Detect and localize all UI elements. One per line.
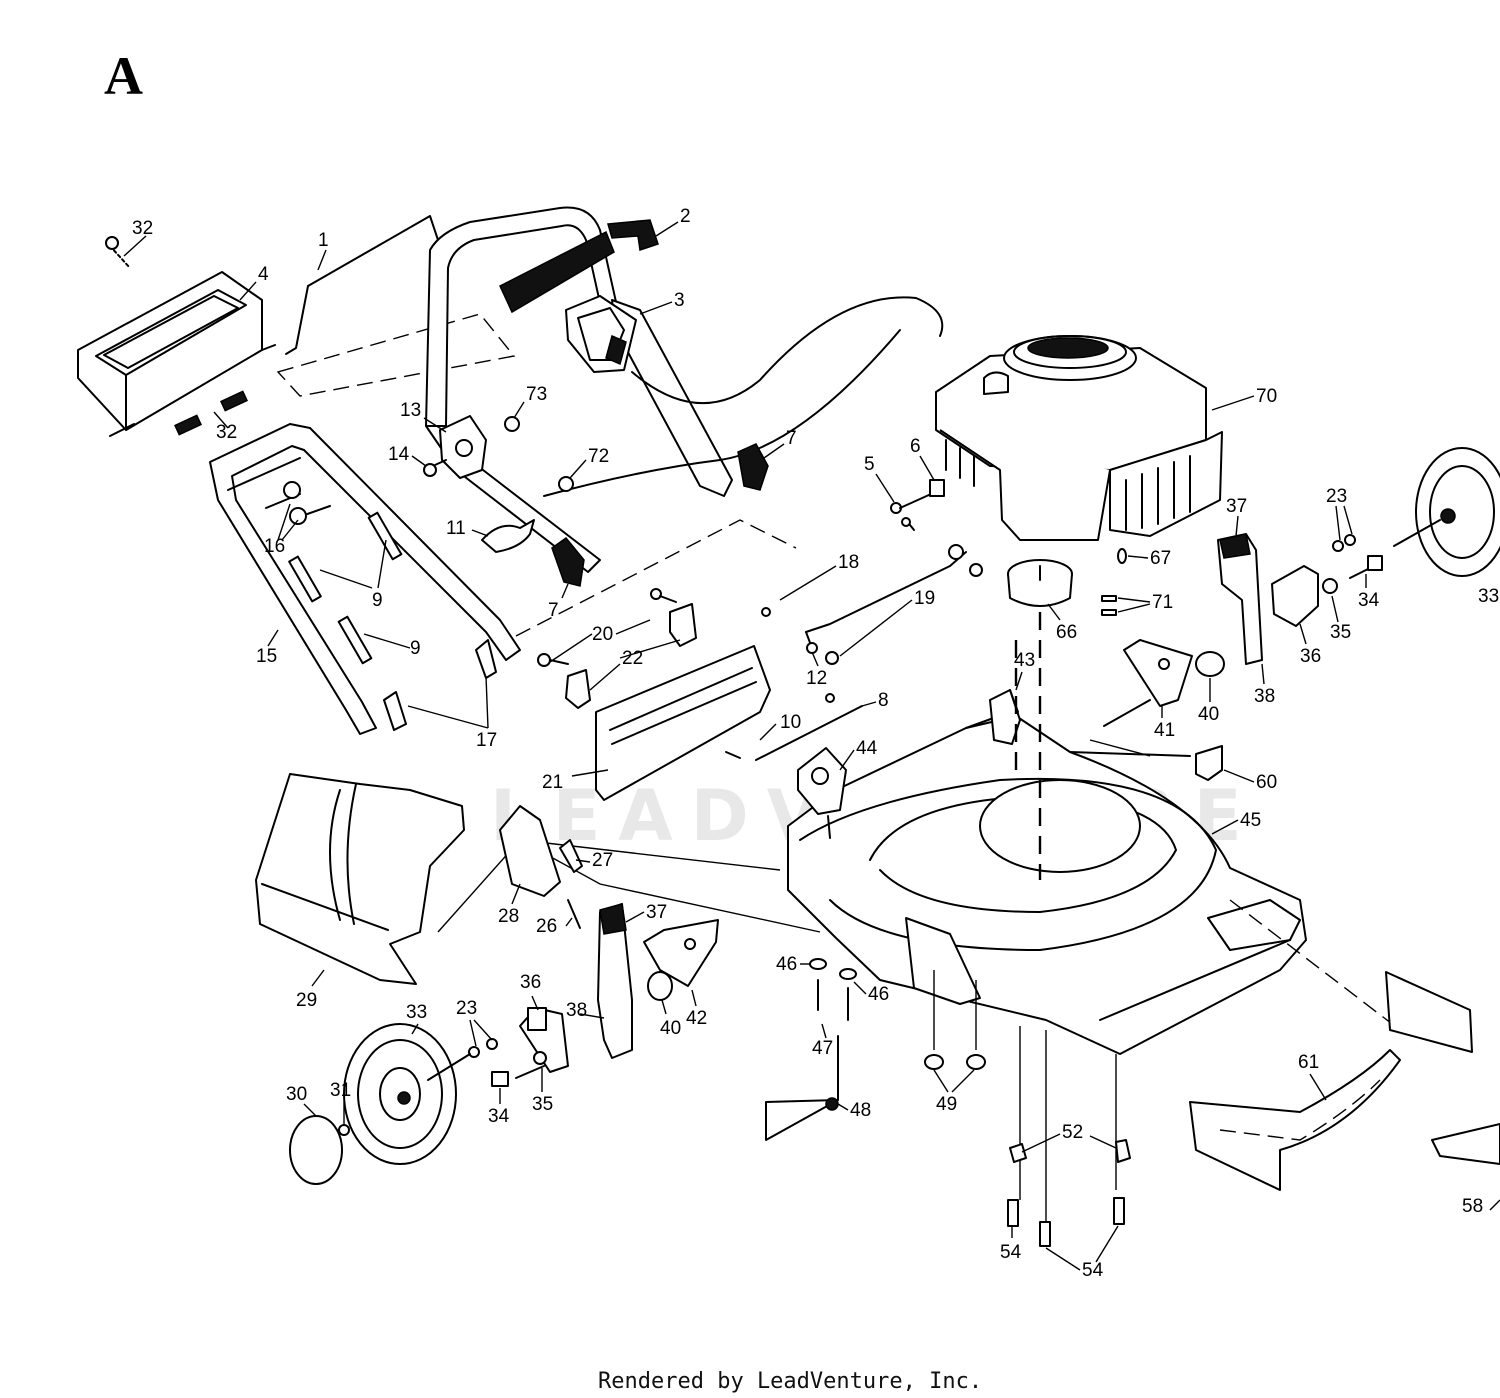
- callout-44: 44: [856, 738, 878, 759]
- part-control-rod: [761, 517, 983, 665]
- callout-70: 70: [1256, 386, 1277, 407]
- callout-72: 72: [588, 446, 609, 467]
- callout-5: 5: [864, 454, 875, 475]
- callout-9b: 9: [410, 638, 421, 659]
- callout-9a: 9: [372, 590, 383, 611]
- callout-28: 28: [498, 906, 519, 927]
- callout-36b: 36: [520, 972, 541, 993]
- part-height-plate-upper: [1103, 639, 1225, 781]
- part-handle-bracket: [423, 415, 574, 553]
- callout-30: 30: [286, 1084, 307, 1105]
- part-upper-handle: [425, 206, 944, 587]
- part-blade-adapter: [1007, 559, 1073, 607]
- callout-11: 11: [446, 518, 466, 539]
- callout-7b: 7: [548, 600, 559, 621]
- callout-13: 13: [400, 400, 421, 421]
- callout-35b: 35: [532, 1094, 553, 1115]
- callout-16: 16: [264, 536, 285, 557]
- leader-lines: [123, 221, 1500, 1271]
- callout-31: 31: [330, 1080, 351, 1101]
- callout-10: 10: [780, 712, 801, 733]
- callout-37b: 37: [646, 902, 667, 923]
- callout-32a: 32: [132, 218, 153, 239]
- part-handle-panel: [276, 215, 516, 397]
- callout-6: 6: [910, 436, 921, 457]
- callout-3: 3: [674, 290, 685, 311]
- callout-49: 49: [936, 1094, 957, 1115]
- callout-34b: 34: [488, 1106, 510, 1127]
- part-nuts: [924, 1054, 986, 1070]
- part-discharge-hinge: [499, 805, 583, 929]
- callout-58: 58: [1462, 1196, 1483, 1217]
- part-rear-hinge-bracket: [797, 747, 847, 839]
- callout-26: 26: [536, 916, 557, 937]
- callout-29: 29: [296, 990, 317, 1011]
- callout-60: 60: [1256, 772, 1277, 793]
- callout-20: 20: [592, 624, 613, 645]
- callout-46a: 46: [776, 954, 797, 975]
- callout-38b: 38: [566, 1000, 587, 1021]
- callout-37a: 37: [1226, 496, 1247, 517]
- callout-67: 67: [1150, 548, 1171, 569]
- part-rear-hinge-plate: [537, 588, 863, 801]
- callout-18: 18: [838, 552, 859, 573]
- callout-15: 15: [256, 646, 277, 667]
- callout-17: 17: [476, 730, 497, 751]
- callout-21: 21: [542, 772, 563, 793]
- callout-8: 8: [878, 690, 889, 711]
- callout-33b: 33: [406, 1002, 427, 1023]
- callout-33a: 33: [1478, 586, 1499, 607]
- callout-40a: 40: [1198, 704, 1219, 725]
- callout-61: 61: [1298, 1052, 1319, 1073]
- callout-71: 71: [1152, 592, 1173, 613]
- part-lower-handle: [209, 423, 797, 735]
- part-mower-deck: [787, 689, 1307, 1055]
- small-hardware-upper: [890, 479, 1127, 616]
- callout-52: 52: [1062, 1122, 1083, 1143]
- part-blade-bolts: [1007, 1139, 1131, 1247]
- callout-1: 1: [318, 230, 329, 251]
- callout-54a: 54: [1000, 1242, 1022, 1263]
- callout-labels: 32 4 1 2 3 32 73 13 14 72 7 70 6 5 11 16…: [132, 206, 1499, 1281]
- callout-48: 48: [850, 1100, 871, 1121]
- callout-43: 43: [1014, 650, 1035, 671]
- callout-22: 22: [622, 648, 643, 669]
- callout-46b: 46: [868, 984, 889, 1005]
- callout-14: 14: [388, 444, 410, 465]
- callout-19: 19: [914, 588, 935, 609]
- part-rear-skirt: [1189, 971, 1500, 1191]
- part-height-adjuster-left: [468, 903, 719, 1087]
- part-front-wheel-left: [289, 1023, 471, 1185]
- callout-2: 2: [680, 206, 691, 227]
- callout-34a: 34: [1358, 590, 1380, 611]
- callout-27: 27: [592, 850, 613, 871]
- callout-38a: 38: [1254, 686, 1275, 707]
- callout-35a: 35: [1330, 622, 1351, 643]
- callout-40b: 40: [660, 1018, 681, 1039]
- callout-73: 73: [526, 384, 547, 405]
- part-engine: [935, 335, 1223, 541]
- part-deck-fasteners-rear: [765, 958, 857, 1141]
- callout-36a: 36: [1300, 646, 1321, 667]
- section-letter: A: [104, 46, 143, 106]
- callout-47: 47: [812, 1038, 833, 1059]
- callout-41: 41: [1154, 720, 1175, 741]
- callout-23a: 23: [1326, 486, 1347, 507]
- callout-54b: 54: [1082, 1260, 1104, 1281]
- callout-12: 12: [806, 668, 827, 689]
- footer-credit: Rendered by LeadVenture, Inc.: [598, 1369, 982, 1394]
- callout-7a: 7: [786, 428, 797, 449]
- callout-23b: 23: [456, 998, 477, 1019]
- part-rear-wheel-right: [1393, 447, 1500, 577]
- callout-45: 45: [1240, 810, 1261, 831]
- callout-32b: 32: [216, 422, 237, 443]
- callout-42: 42: [686, 1008, 707, 1029]
- part-height-adjuster-right: [1217, 533, 1383, 665]
- part-rear-door: [77, 236, 276, 437]
- part-grass-bag: [255, 773, 465, 985]
- centerline-dashes: [933, 612, 1401, 1230]
- callout-4: 4: [258, 264, 269, 285]
- callout-66: 66: [1056, 622, 1077, 643]
